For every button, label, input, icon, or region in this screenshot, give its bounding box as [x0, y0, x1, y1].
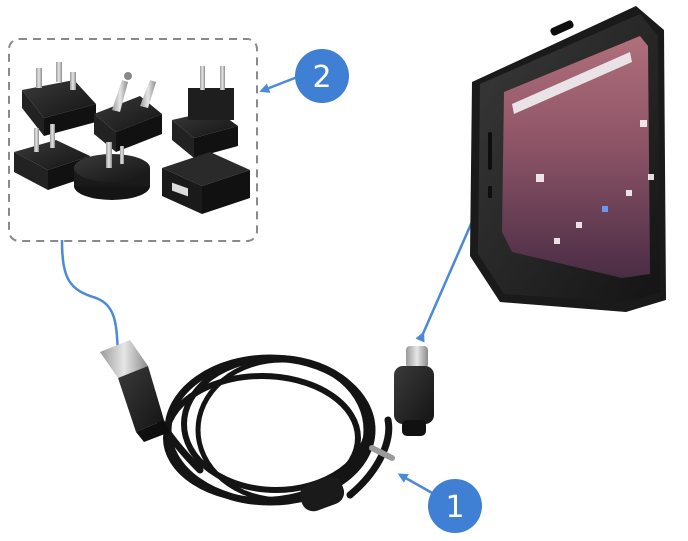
adapter-plug-icon — [74, 142, 150, 200]
tablet-icon — [470, 6, 666, 312]
tablet-search-bar — [512, 52, 632, 114]
callout-label: 1 — [445, 490, 464, 525]
adapter-plug-icon — [172, 66, 238, 158]
home-icon — [602, 206, 608, 212]
power-brick-icon — [162, 152, 250, 214]
callout-circle — [428, 479, 482, 533]
home-icon — [640, 120, 647, 127]
callout-circle — [295, 49, 349, 103]
home-icon — [576, 222, 582, 228]
home-icon — [554, 238, 560, 244]
tablet-top-bump — [550, 20, 574, 36]
tablet-side-button — [488, 132, 492, 170]
tablet-usb-port — [488, 186, 492, 198]
usb-c-connector-icon — [394, 346, 434, 436]
adapter-kit-frame — [8, 38, 258, 242]
arrow-icon — [259, 74, 301, 93]
callout-badge-1: 1 — [428, 479, 482, 533]
adapter-plug-icon — [22, 62, 96, 136]
arrow-icon — [415, 203, 481, 343]
home-icon — [626, 190, 632, 196]
connector-line — [60, 239, 120, 351]
home-icon — [648, 174, 654, 180]
home-icon — [536, 174, 544, 182]
callout-label: 2 — [312, 60, 331, 95]
usb-cable — [144, 354, 395, 512]
adapter-plug-icon — [94, 72, 162, 152]
usb-a-connector-icon — [100, 340, 170, 442]
arrow-icon — [397, 473, 435, 496]
callout-badge-2: 2 — [295, 49, 349, 103]
